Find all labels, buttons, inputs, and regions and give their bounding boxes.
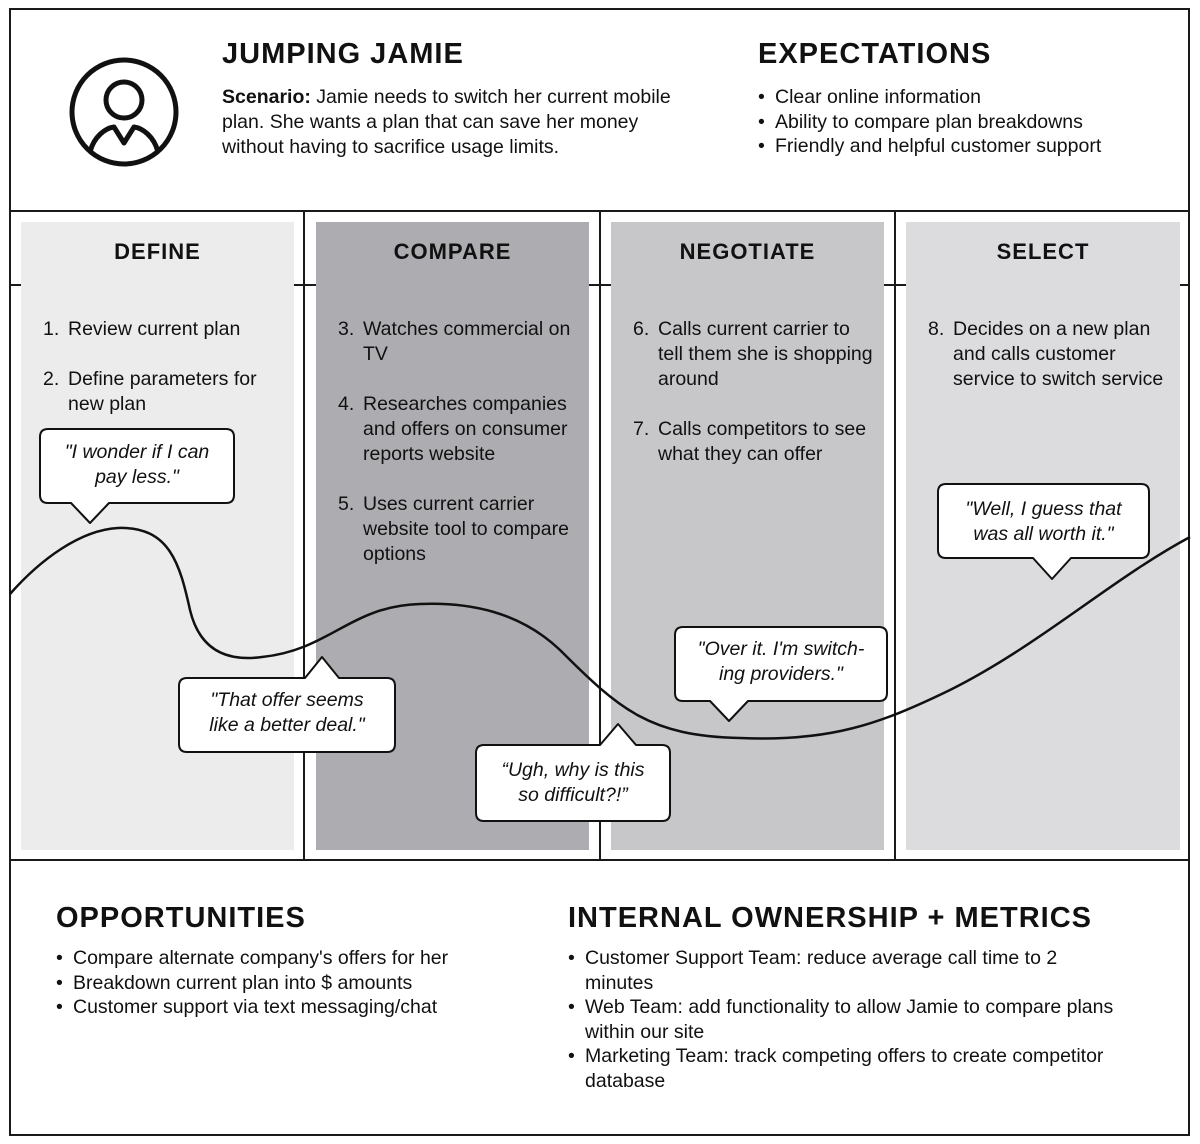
column-divider [303,211,305,861]
list-item: Customer Support Team: reduce average ca… [568,946,1128,995]
step-number: 3. [338,318,355,340]
step-text: Calls competitors to see what they can o… [658,418,867,465]
step-number: 5. [338,493,355,515]
step-number: 1. [43,318,60,340]
ownership-list: Customer Support Team: reduce average ca… [568,946,1128,1093]
speech-bubble [39,428,235,524]
scenario-label: Scenario: [222,86,311,108]
column-divider [599,211,601,861]
speech-bubble [937,483,1150,580]
step-text: Watches commercial on TV [363,318,571,365]
opportunities-list: Compare alternate company's offers for h… [56,946,546,1020]
quote-negotiate: "Over it. I'm switch- ing providers." [697,638,865,685]
list-item: Customer support via text messaging/chat [56,995,546,1020]
list-item: Web Team: add functionality to allow Jam… [568,995,1128,1044]
list-item: Compare alternate company's offers for h… [56,946,546,971]
quote-difficult: “Ugh, why is this so difficult?!” [501,759,645,806]
step-item: 6. Calls current carrier to tell them she… [633,317,878,392]
step-text: Define parameters for new plan [68,368,257,415]
step-item: 1. Review current plan [43,317,288,342]
step-number: 6. [633,318,650,340]
step-text: Researches companies and offers on consu… [363,393,568,465]
scenario-text: Jamie needs to switch her current mobile… [222,86,671,158]
phase-label-define: DEFINE [114,239,201,264]
step-item: 7. Calls competitors to see what they can… [633,417,878,467]
step-item: 5. Uses current carrier website tool to c… [338,492,586,567]
phase-label-compare: COMPARE [393,239,512,264]
select-steps: 8. Decides on a new plan and calls custom… [928,317,1168,417]
step-text: Calls current carrier to tell them she i… [658,318,873,390]
persona-scenario: Scenario: Jamie needs to switch her curr… [222,85,692,160]
list-item: Clear online information [758,85,1168,110]
column-divider [894,211,896,861]
list-item: Friendly and helpful customer support [758,134,1168,159]
expectations-list: Clear online information Ability to comp… [758,85,1168,159]
list-item: Marketing Team: track competing offers t… [568,1044,1128,1093]
emotion-curve [9,526,1191,740]
step-number: 2. [43,368,60,390]
list-item: Breakdown current plan into $ amounts [56,971,546,996]
quote-select: "Well, I guess that was all worth it." [965,498,1122,545]
define-steps: 1. Review current plan 2. Define parameter… [43,317,288,442]
opportunities-title: OPPORTUNITIES [56,902,306,934]
quote-define: "I wonder if I can pay less." [64,441,210,488]
step-item: 2. Define parameters for new plan [43,367,288,417]
list-item: Ability to compare plan breakdowns [758,110,1168,135]
expectations-title: EXPECTATIONS [758,38,992,70]
journey-map-frame [9,8,1190,1136]
phase-label-select: SELECT [996,239,1090,264]
step-item: 4. Researches companies and offers on con… [338,392,586,467]
compare-steps: 3. Watches commercial on TV 4. Researches … [338,317,586,592]
speech-bubble [674,626,888,722]
step-text: Uses current carrier website tool to com… [363,493,569,565]
negotiate-steps: 6. Calls current carrier to tell them she… [633,317,878,492]
persona-name: JUMPING JAMIE [222,38,464,70]
step-item: 3. Watches commercial on TV [338,317,586,367]
ownership-title: INTERNAL OWNERSHIP + METRICS [568,902,1093,934]
step-text: Decides on a new plan and calls customer… [953,318,1164,390]
step-number: 4. [338,393,355,415]
phase-label-negotiate: NEGOTIATE [679,239,816,264]
step-text: Review current plan [68,318,241,340]
step-item: 8. Decides on a new plan and calls custom… [928,317,1168,392]
user-avatar-icon [69,57,179,167]
step-number: 8. [928,318,945,340]
speech-bubble [178,656,396,753]
quote-compare: "That offer seems like a better deal." [209,689,365,736]
speech-bubble [475,723,671,822]
step-number: 7. [633,418,650,440]
